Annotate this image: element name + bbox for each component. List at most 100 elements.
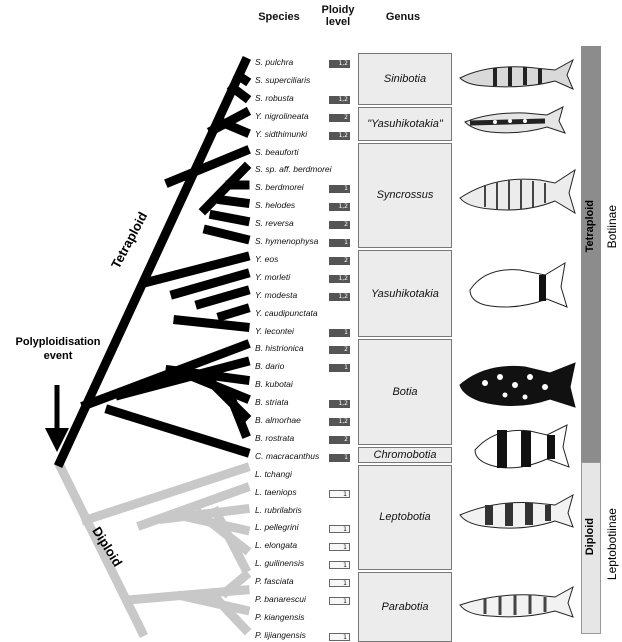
species-name: L. guilinensis	[255, 558, 305, 569]
genus-box: Chromobotia	[358, 446, 452, 463]
genus-box: Leptobotia	[358, 464, 452, 571]
species-name: B. kubotai	[255, 379, 293, 390]
genus-name: Yasuhikotakia	[371, 287, 439, 300]
species-name: Y. morleti	[255, 271, 291, 282]
genus-box: Sinibotia	[358, 53, 452, 105]
botiinae-label: Botiinae	[605, 205, 619, 249]
genus-name: Botia	[392, 386, 418, 399]
species-name: S. beauforti	[255, 146, 299, 157]
yasuhikotakia-small-fish-icon	[464, 106, 566, 134]
yasuhikotakia-fish-icon	[469, 262, 568, 308]
ploidy-badge: 1,2	[329, 60, 350, 68]
tetraploid-clade-branches	[54, 56, 252, 468]
tetraploid-bar	[581, 46, 601, 462]
ploidy-badge: 1	[329, 364, 350, 373]
ploidy-badge: 1,2	[329, 292, 350, 301]
species-name: S. sp. aff. berdmorei	[255, 164, 332, 175]
genus-name: Leptobotia	[379, 511, 431, 524]
species-name: L. tchangi	[255, 468, 292, 479]
genus-name: Sinibotia	[383, 72, 427, 85]
species-name: B. histrionica	[255, 343, 304, 354]
species-name: Y. lecontei	[255, 325, 294, 336]
species-name: Y. sidthimunki	[255, 128, 308, 139]
species-name: Y. modesta	[255, 289, 298, 300]
ploidy-badge: 1	[329, 525, 350, 534]
species-name: S. superciliaris	[255, 74, 311, 85]
species-name: S. pulchra	[255, 57, 294, 67]
ploidy-badge: 2	[329, 113, 350, 122]
genus-box: Syncrossus	[358, 142, 452, 248]
species-name: B. dario	[255, 361, 285, 372]
ploidy-badge: 2	[329, 221, 350, 230]
polyploidisation-arrow	[45, 385, 69, 452]
ploidy-badge: 2	[329, 346, 350, 355]
ploidy-badge: 1	[329, 239, 350, 247]
species-name: L. pellegrini	[255, 522, 299, 533]
ploidy-badge: 1,2	[329, 131, 350, 140]
parabotia-fish-icon	[459, 585, 574, 618]
species-name: Y. caudipunctata	[255, 307, 318, 318]
species-name: S. robusta	[255, 92, 294, 103]
right-diploid-label: Diploid	[584, 518, 596, 556]
species-name: L. taeniops	[255, 486, 297, 497]
genus-name: "Yasuhikotakia"	[367, 117, 443, 130]
ploidy-badge: 1	[329, 489, 350, 498]
species-name: Y. nigrolineata	[255, 110, 309, 121]
ploidy-header-line2: level	[325, 16, 351, 28]
sinibotia-fish-icon	[459, 58, 574, 90]
genus-header: Genus	[385, 11, 421, 23]
polyploidisation-event-label: Polyploidisation event	[2, 335, 114, 363]
event-label-line2: event	[43, 350, 73, 362]
species-name: L. rubrilabris	[255, 504, 302, 515]
chromobotia-fish-icon	[474, 424, 570, 469]
ploidy-badge: 1	[329, 597, 350, 605]
species-name: B. almorhae	[255, 415, 301, 425]
ploidy-badge: 1,2	[329, 418, 350, 426]
ploidy-badge: 1	[329, 453, 350, 462]
genus-box: Botia	[358, 339, 452, 445]
ploidy-badge: 1	[329, 543, 350, 552]
species-name: B. rostrata	[255, 432, 295, 443]
ploidy-badge: 1	[329, 185, 350, 194]
fish-illustrations	[459, 58, 576, 618]
diploid-bar	[581, 462, 601, 634]
ploidy-badge: 1,2	[329, 95, 350, 104]
ploidy-badge: 2	[329, 435, 350, 444]
genus-box: Yasuhikotakia	[358, 249, 452, 338]
species-name: P. fasciata	[255, 576, 294, 587]
genus-name: Chromobotia	[373, 448, 437, 461]
species-header: Species	[258, 11, 300, 23]
right-tetraploid-label: Tetraploid	[584, 200, 596, 253]
species-name: L. elongata	[255, 540, 298, 551]
species-name: P. lijiangensis	[255, 629, 306, 640]
genus-name: Syncrossus	[376, 189, 434, 202]
species-name: S. hymenophysa	[255, 236, 319, 246]
species-name: Y. eos	[255, 253, 279, 264]
ploidy-badge: 1,2	[329, 203, 350, 212]
species-name: C. macracanthus	[255, 450, 320, 461]
ploidy-badge: 1	[329, 561, 350, 570]
event-label-line1: Polyploidisation	[15, 336, 101, 348]
genus-name: Parabotia	[381, 600, 429, 613]
leptobotia-fish-icon	[459, 493, 574, 529]
species-name: B. striata	[255, 397, 289, 408]
ploidy-badge: 1,2	[329, 274, 350, 283]
ploidy-badge: 1	[329, 328, 350, 337]
ploidy-header-line1: Ploidy	[321, 4, 355, 16]
diploid-clade-branches	[53, 459, 252, 639]
species-name: P. kiangensis	[255, 611, 305, 622]
ploidy-header: Ploidy level	[316, 4, 360, 28]
species-name: P. banarescui	[255, 594, 306, 604]
ploidy-badge: 1	[329, 579, 350, 588]
ploidy-badge: 2	[329, 256, 350, 265]
genus-box: "Yasuhikotakia"	[358, 106, 452, 141]
leptobotiinae-label: Leptobotiinae	[605, 508, 619, 581]
genus-box: Parabotia	[358, 572, 452, 642]
syncrossus-fish-icon	[459, 168, 576, 215]
botia-fish-icon	[459, 362, 576, 408]
species-name: S. reversa	[255, 218, 294, 229]
ploidy-badge: 1,2	[329, 400, 350, 409]
species-name: S. helodes	[255, 200, 296, 211]
species-name: S. berdmorei	[255, 182, 304, 193]
